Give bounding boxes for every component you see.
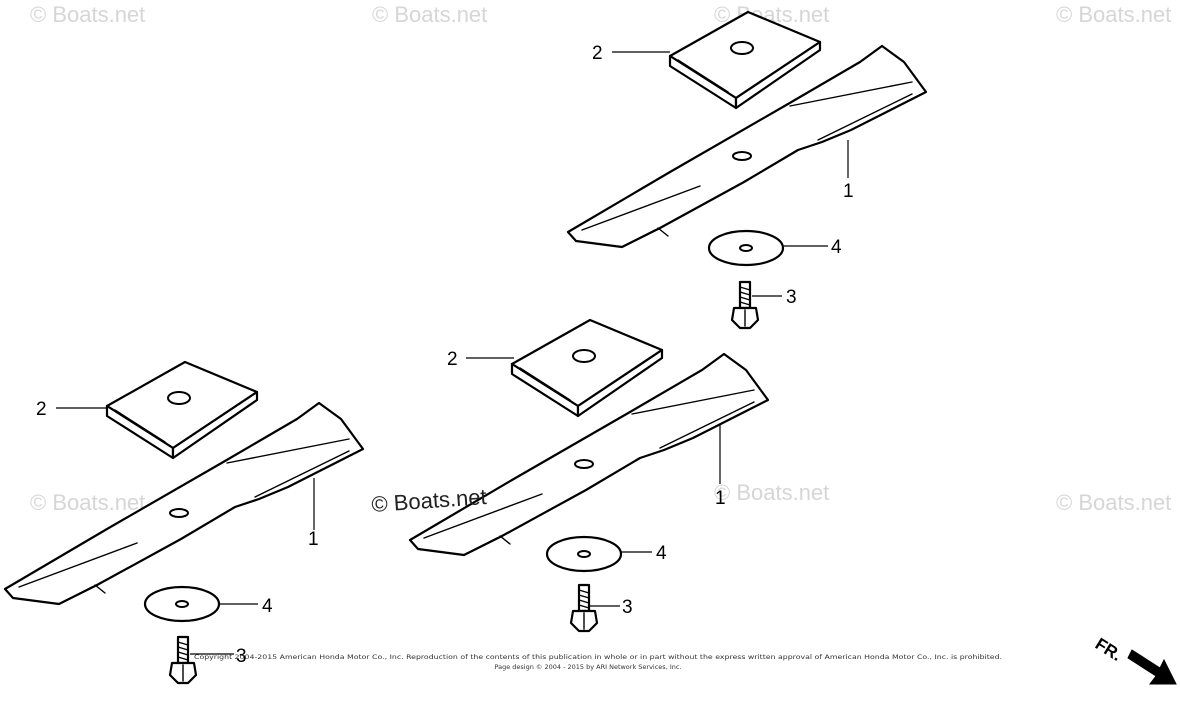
- watermarks: © Boats.net © Boats.net © Boats.net © Bo…: [30, 2, 1171, 515]
- blade-holder: [105, 360, 259, 460]
- callout-bolt: 3: [622, 597, 633, 618]
- washer: [143, 585, 221, 623]
- callout-washer: 4: [831, 237, 842, 258]
- watermark: © Boats.net: [30, 490, 145, 515]
- washer: [707, 229, 785, 267]
- front-direction-indicator: FR.: [1092, 634, 1177, 685]
- copyright-line: Page design © 2004 - 2015 by ARI Network…: [494, 663, 681, 671]
- callout-blade: 1: [308, 529, 319, 550]
- blade-assembly-upper: 2 1 4 3: [566, 10, 928, 330]
- watermark: © Boats.net: [30, 2, 145, 27]
- callout-blade-holder: 2: [592, 43, 603, 64]
- blade-bolt: [168, 635, 198, 685]
- blade-bolt: [569, 583, 599, 633]
- callout-blade: 1: [715, 488, 726, 509]
- arrow-right-icon: [1127, 649, 1177, 685]
- watermark: © Boats.net: [1056, 490, 1171, 515]
- callout-washer: 4: [656, 543, 667, 564]
- callout-bolt: 3: [786, 287, 797, 308]
- callout-blade-holder: 2: [447, 349, 458, 370]
- watermark: © Boats.net: [372, 2, 487, 27]
- washer: [545, 535, 623, 573]
- blade-assembly-center: 2 1 4 3: [408, 318, 770, 633]
- copyright-line: Copyright 2004-2015 American Honda Motor…: [194, 653, 1002, 661]
- blade-bolt: [730, 280, 760, 330]
- blade-holder: [510, 318, 664, 418]
- blade-assembly-left: 2 1 4 3: [3, 360, 365, 685]
- watermark: © Boats.net: [714, 480, 829, 505]
- callout-bolt: 3: [236, 646, 247, 667]
- watermark: © Boats.net: [1056, 2, 1171, 27]
- callout-blade: 1: [843, 181, 854, 202]
- callout-blade-holder: 2: [36, 399, 47, 420]
- front-label: FR.: [1092, 634, 1125, 665]
- callout-washer: 4: [262, 596, 273, 617]
